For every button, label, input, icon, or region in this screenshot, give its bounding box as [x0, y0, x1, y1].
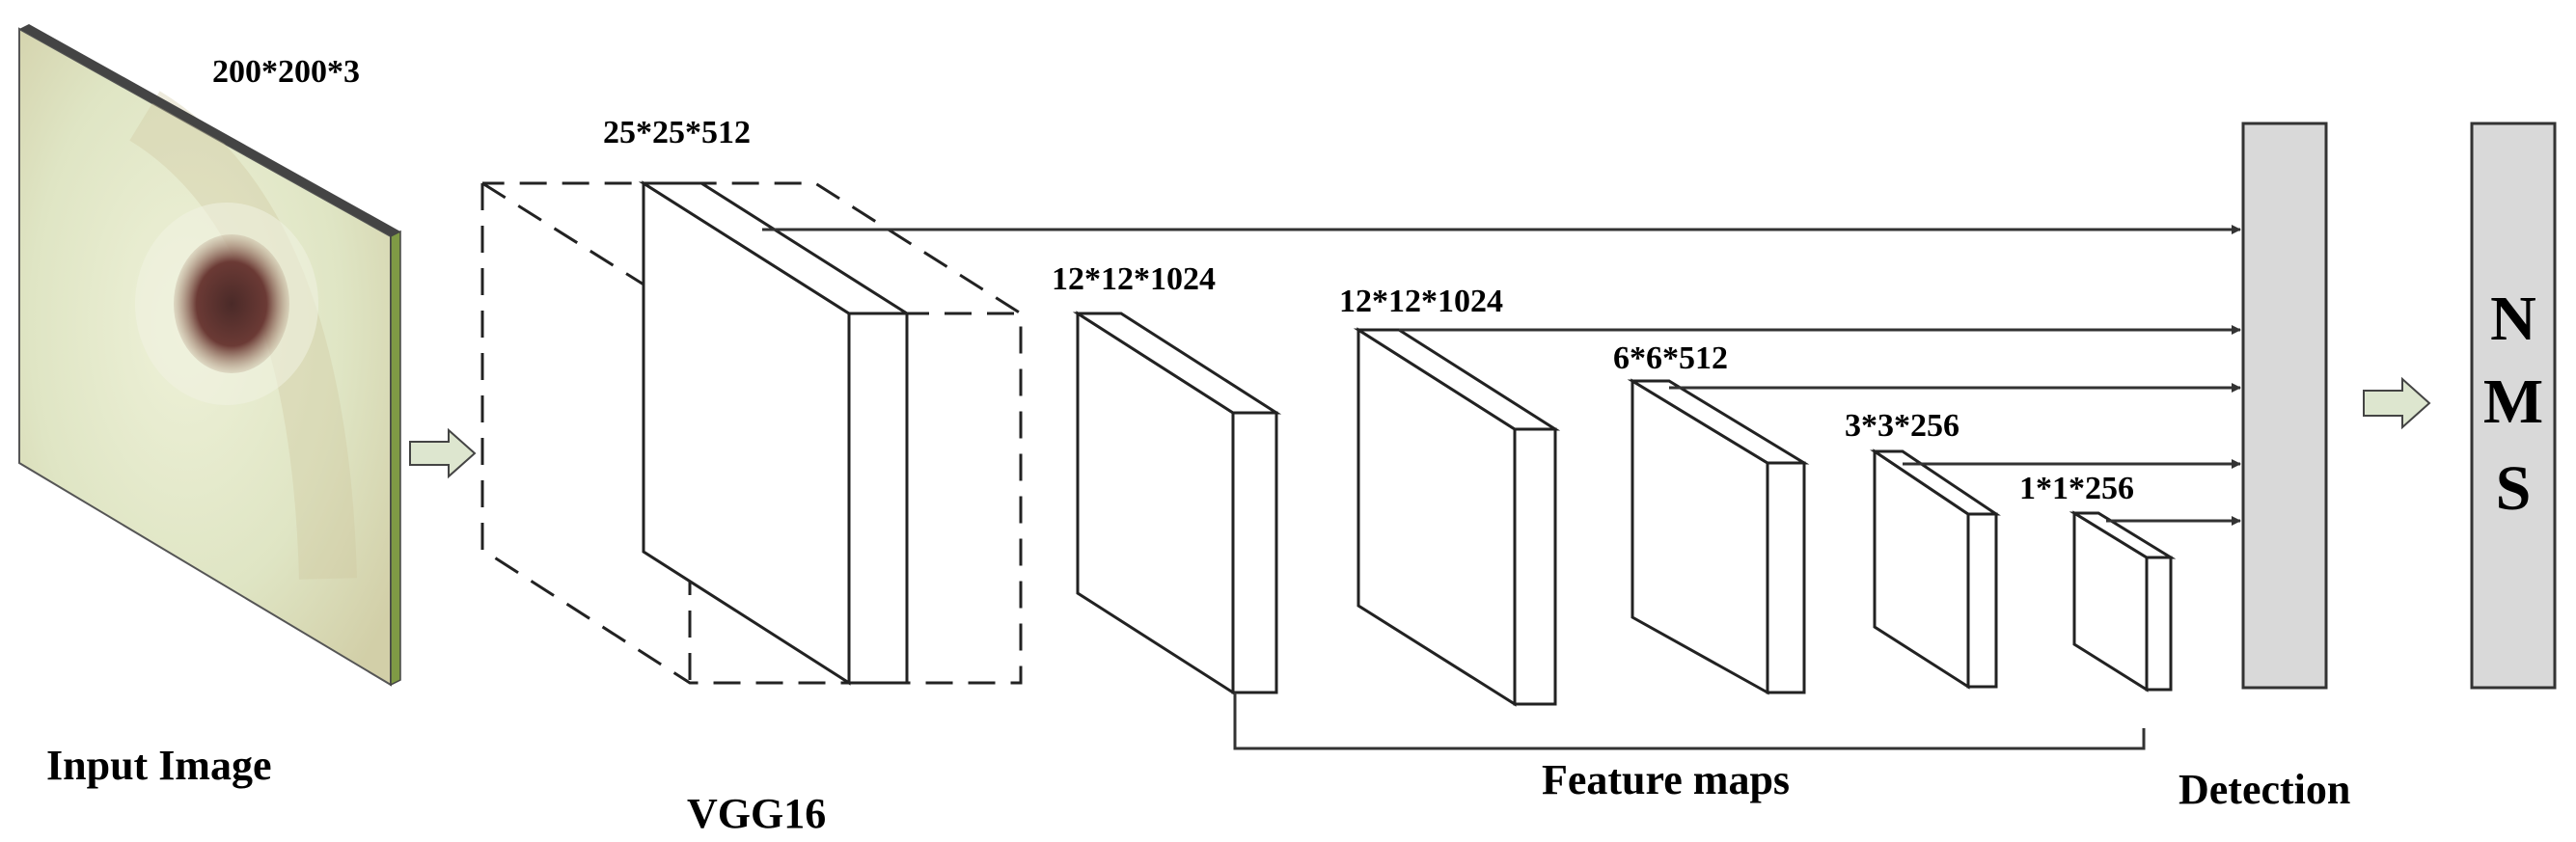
- feature-maps-bracket: [1233, 693, 2146, 750]
- feature-map-3: [1627, 378, 1810, 695]
- nms-letter-m: M: [2483, 367, 2543, 437]
- vgg-caption: VGG16: [687, 790, 826, 837]
- nms-block: [2470, 122, 2557, 690]
- detection-block: [2241, 122, 2328, 690]
- flow-arrow-input: [409, 427, 477, 479]
- feature-map-5: [2069, 510, 2177, 693]
- input-image-edge: [19, 24, 400, 236]
- feature-map-1: [1072, 311, 1282, 695]
- feature-map-4-dims: 3*3*256: [1845, 408, 1959, 444]
- flow-arrow-detection: [2363, 376, 2431, 430]
- feature-map-1-dims: 12*12*1024: [1052, 261, 1216, 297]
- feature-map-3-dims: 6*6*512: [1613, 340, 1728, 376]
- nms-letter-n: N: [2490, 284, 2536, 354]
- feature-maps-caption: Feature maps: [1542, 756, 1790, 803]
- detection-caption: Detection: [2179, 766, 2350, 813]
- feature-map-2-dims: 12*12*1024: [1339, 284, 1503, 319]
- feature-map-5-dims: 1*1*256: [2019, 471, 2134, 506]
- nms-letter-s: S: [2496, 453, 2532, 524]
- lesion: [174, 234, 289, 373]
- vgg-dims-label: 25*25*512: [603, 115, 751, 150]
- input-image: [18, 24, 401, 687]
- vgg16-block: [480, 180, 1023, 686]
- feature-map-4: [1870, 448, 2001, 690]
- input-dims-label: 200*200*3: [212, 54, 360, 90]
- input-caption: Input Image: [46, 742, 272, 789]
- feature-map-2: [1353, 327, 1561, 707]
